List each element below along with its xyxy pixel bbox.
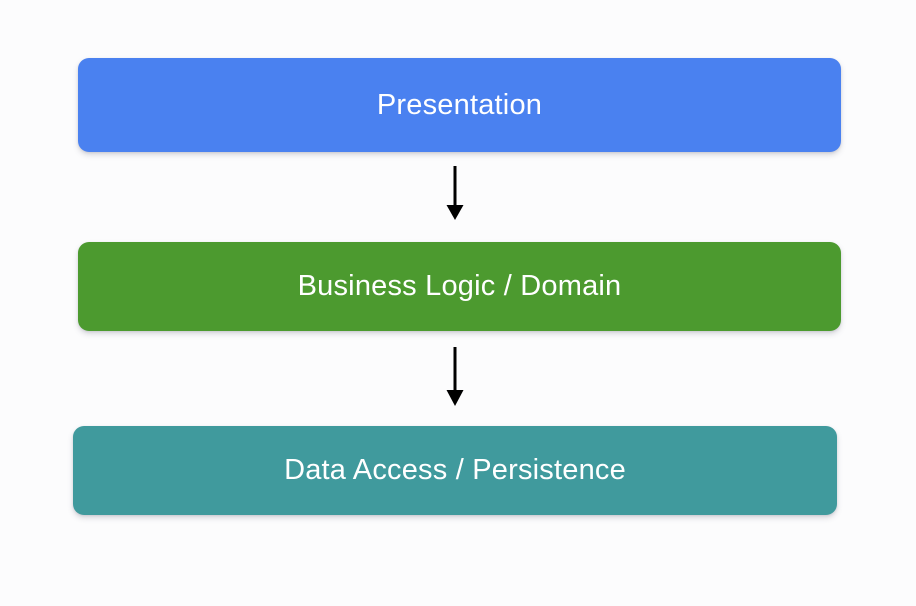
down-arrow-icon: [446, 347, 464, 406]
layer-label-presentation: Presentation: [376, 88, 543, 121]
layer-box-data-access[interactable]: Data Access / Persistence: [73, 426, 837, 515]
layer-label-business-logic: Business Logic / Domain: [297, 270, 622, 302]
down-arrow-icon: [446, 166, 464, 220]
layer-box-business-logic[interactable]: Business Logic / Domain: [78, 242, 841, 331]
layer-label-data-access: Data Access / Persistence: [284, 454, 626, 486]
arrow-business-to-data: [435, 345, 475, 409]
layer-box-presentation[interactable]: Presentation: [78, 58, 841, 152]
arrow-presentation-to-business: [435, 164, 475, 222]
